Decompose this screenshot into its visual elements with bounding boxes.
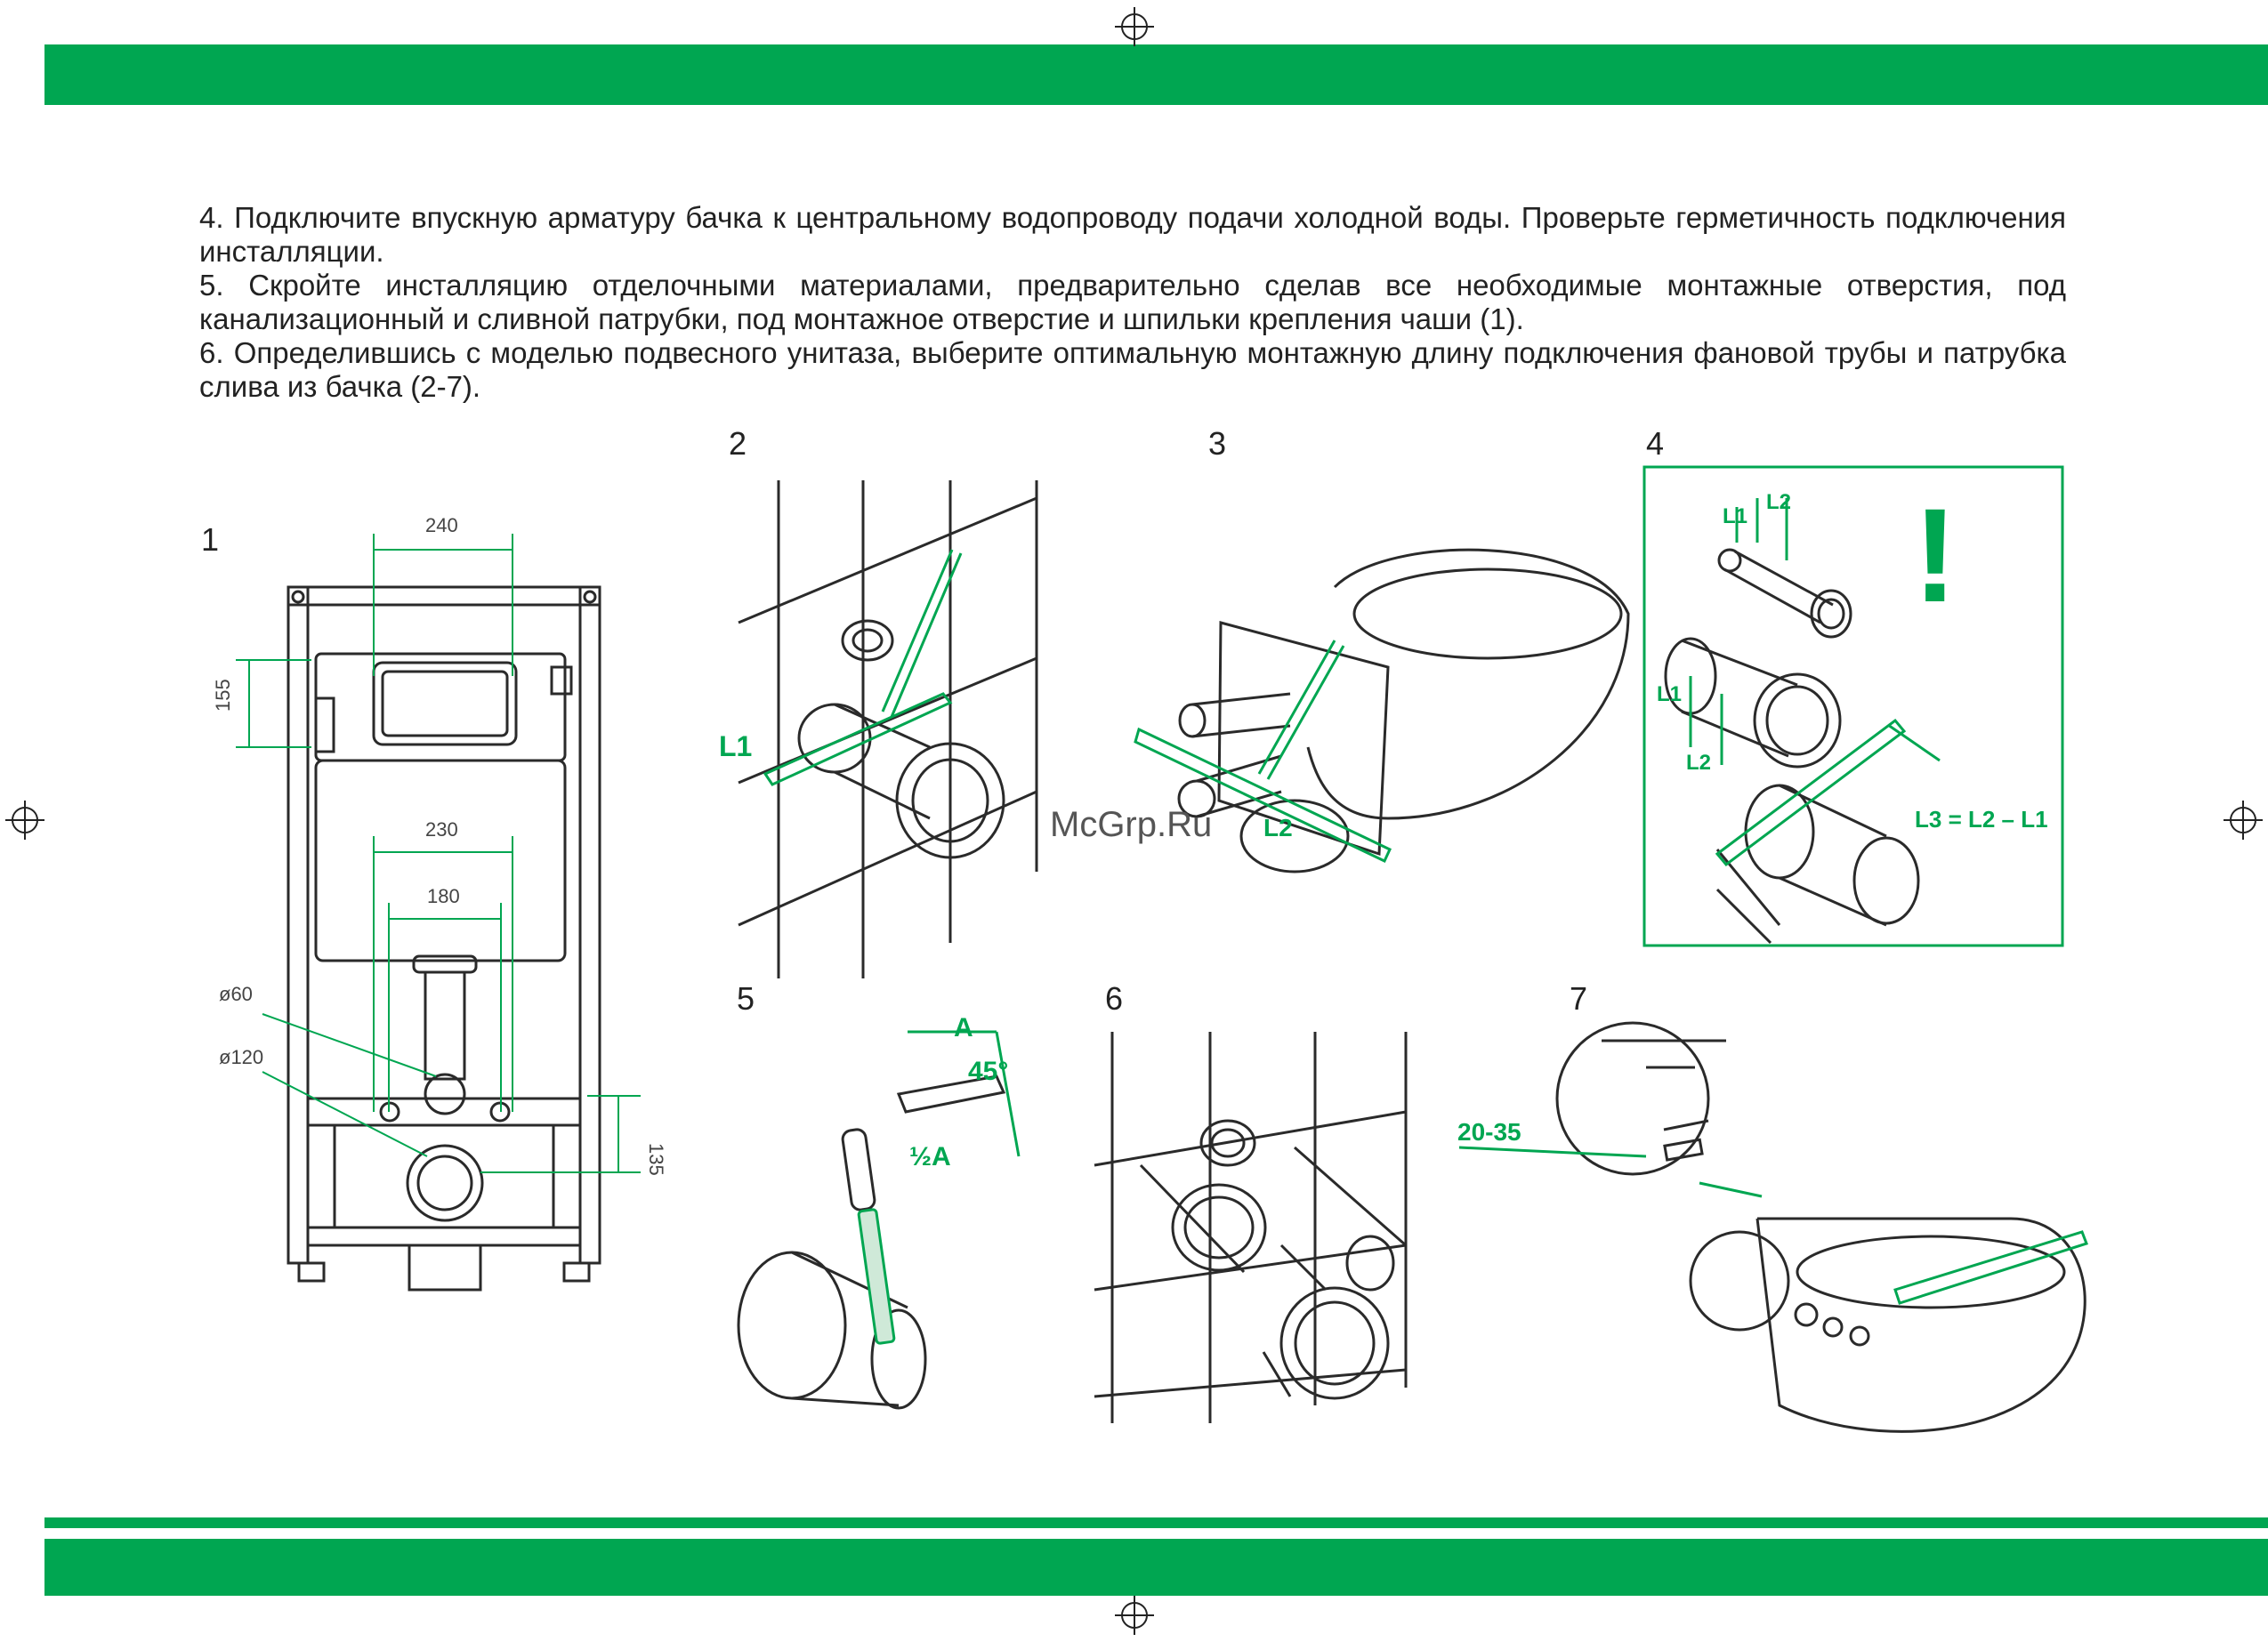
figure-3-level [1134,640,1392,864]
figure-3-drawing [1177,548,1630,873]
registration-mark-bottom [1115,1596,1154,1635]
dim-135: 135 [645,1143,667,1176]
figure-5-dims [908,1030,1021,1157]
registration-mark-left [5,801,44,840]
figure-2-drawing [738,480,1038,978]
fig5-half-a: ½A [909,1142,951,1171]
fig2-label-l1: L1 [719,730,752,762]
figure-5-file [857,1208,896,1345]
figure-6-drawing [1094,1032,1408,1423]
fig4-warning: ! [1913,480,1957,630]
figure-4-box [1642,465,2064,947]
figure-4-drawing [1664,548,1920,945]
fig4-formula: L3 = L2 – L1 [1915,806,2048,833]
figure-number-5: 5 [737,980,755,1017]
dim-230: 230 [425,818,458,841]
figure-number-4: 4 [1646,425,1665,462]
fig4-label-l2-mid: L2 [1686,751,1711,775]
figure-number-2: 2 [729,425,747,462]
top-green-bar [44,44,2268,105]
registration-mark-right [2224,801,2263,840]
figure-2-level [763,549,963,786]
figure-7-drawing [1555,1021,2086,1433]
fig3-label-l2: L2 [1263,814,1293,841]
fig4-label-l1-top: L1 [1723,504,1747,528]
figure-number-7: 7 [1570,980,1588,1017]
figure-4-green-lines [1689,498,1941,867]
instruction-step-6: 6. Определившись с моделью подвесного ун… [199,336,2066,403]
fig5-angle: 45° [968,1057,1008,1086]
dim-155: 155 [212,679,234,712]
dim-d120: ø120 [219,1046,263,1068]
dim-180: 180 [427,885,460,907]
bottom-green-stripe [44,1517,2268,1528]
instruction-step-4: 4. Подключите впускную арматуру бачка к … [199,201,2066,268]
figure-number-1: 1 [201,521,220,558]
figure-1-frame-drawing [287,585,601,1292]
fig5-label-a: A [954,1013,973,1042]
figure-number-3: 3 [1208,425,1227,462]
figure-7-level [1458,1146,2088,1305]
fig7-gap-label: 20-35 [1457,1118,1521,1146]
fig4-label-l2-top: L2 [1766,490,1791,514]
instruction-step-5: 5. Скройте инсталляцию отделочными матер… [199,269,2066,335]
dim-240: 240 [425,514,458,536]
dim-d60: ø60 [219,983,253,1005]
fig4-label-l1-mid: L1 [1657,682,1682,706]
registration-mark-top [1115,7,1154,46]
watermark: McGrp.Ru [1050,805,1212,844]
bottom-green-bar [44,1539,2268,1596]
figure-number-6: 6 [1105,980,1124,1017]
figure-1-dimensions [236,534,641,1173]
